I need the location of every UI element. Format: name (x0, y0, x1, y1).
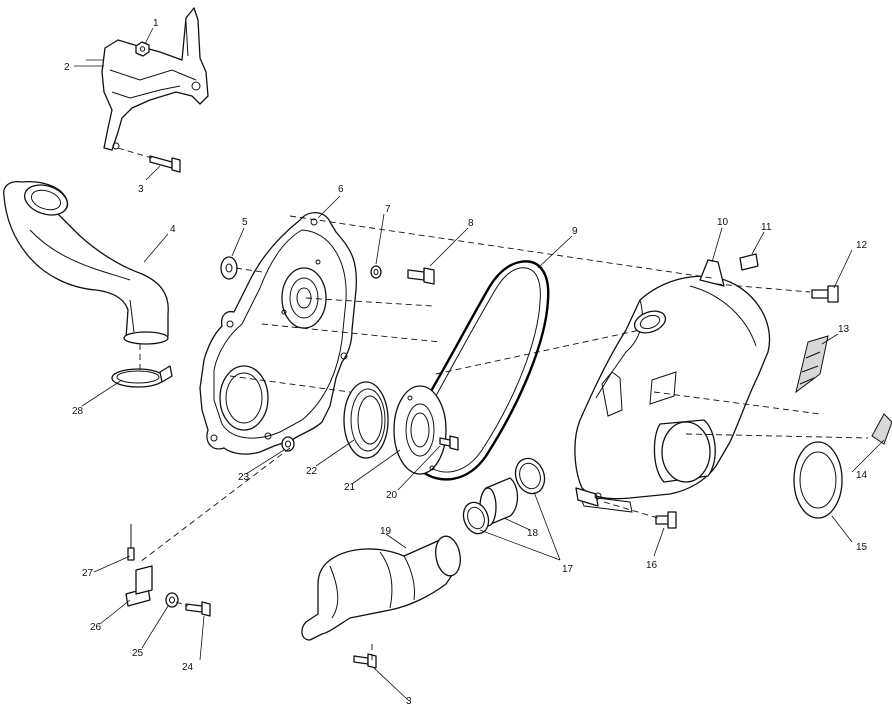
leader-lines (74, 27, 885, 701)
callout-labels: 1 2 3 4 5 6 7 8 9 10 11 12 13 14 15 16 1… (64, 18, 868, 705)
callout-16: 16 (646, 560, 658, 571)
bolt-axis-line (117, 147, 153, 159)
callout-13: 13 (838, 324, 850, 335)
nut-part-1 (135, 41, 150, 57)
callout-20: 20 (386, 490, 398, 501)
retainer-ring-17-right (514, 457, 546, 495)
bolt-part-3-top (149, 155, 181, 173)
callout-15: 15 (856, 542, 868, 553)
callout-22: 22 (306, 466, 318, 477)
screw-part-12 (811, 285, 839, 303)
screw-part-27 (127, 524, 135, 561)
bolt-part-24 (185, 601, 211, 617)
callout-10: 10 (717, 217, 729, 228)
decal-part-11 (739, 253, 759, 271)
washer-part-5 (220, 256, 238, 280)
inspection-seal-15 (793, 441, 843, 519)
callout-18: 18 (527, 528, 539, 539)
assembly-axis-lines (139, 215, 869, 660)
decal-part-14 (871, 413, 892, 445)
intake-duct (3, 180, 169, 345)
callout-6: 6 (338, 184, 344, 195)
callout-7: 7 (385, 204, 391, 215)
seal-part-21 (393, 385, 447, 475)
callout-3-top: 3 (138, 184, 144, 195)
retainer-ring-17-left (462, 501, 490, 535)
callout-17: 17 (562, 564, 574, 575)
outer-clutch-cover (574, 259, 771, 513)
callout-23: 23 (238, 472, 250, 483)
screw-part-16 (655, 511, 677, 529)
bolt-part-3-bottom (353, 653, 377, 669)
callout-26: 26 (90, 622, 102, 633)
callout-4: 4 (170, 224, 176, 235)
callout-8: 8 (468, 218, 474, 229)
screw-part-8 (407, 267, 435, 285)
callout-27: 27 (82, 568, 94, 579)
callout-3-bottom: 3 (406, 696, 412, 705)
seal-part-23 (281, 436, 295, 452)
decal-part-13 (795, 335, 829, 394)
callout-14: 14 (856, 470, 868, 481)
callout-21: 21 (344, 482, 356, 493)
callout-28: 28 (72, 406, 84, 417)
washer-part-7 (370, 265, 382, 279)
seal-part-22 (343, 381, 389, 459)
bolt-part-20 (439, 435, 459, 451)
washer-part-25 (165, 592, 179, 608)
callout-11: 11 (761, 222, 772, 233)
hose-clamp (111, 365, 173, 388)
callout-24: 24 (182, 662, 194, 673)
mounting-bracket (101, 7, 209, 151)
callout-19: 19 (380, 526, 392, 537)
callout-2: 2 (64, 62, 70, 73)
callout-12: 12 (856, 240, 868, 251)
outlet-duct-19 (301, 535, 461, 641)
callout-5: 5 (242, 217, 248, 228)
callout-1: 1 (153, 18, 159, 29)
inner-cover-plate (199, 212, 358, 455)
callout-9: 9 (572, 226, 578, 237)
callout-25: 25 (132, 648, 144, 659)
